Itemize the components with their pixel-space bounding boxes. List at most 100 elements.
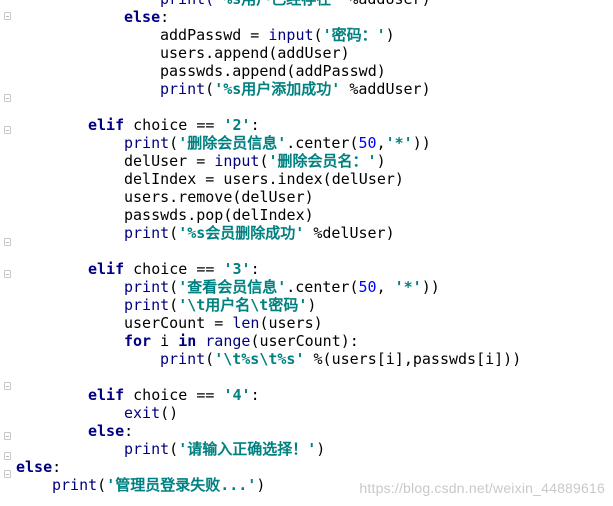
code-line[interactable]: print('%s用户添加成功' %addUser) xyxy=(160,80,431,98)
code-token-plain: ) xyxy=(256,476,266,494)
code-token-builtin: print xyxy=(124,134,170,152)
code-token-plain: ( xyxy=(169,278,179,296)
code-line[interactable]: passwds.pop(delIndex) xyxy=(124,206,314,224)
code-token-plain: %addUser) xyxy=(340,80,431,98)
editor-gutter[interactable] xyxy=(0,0,14,506)
code-token-plain: users.remove(delUser) xyxy=(124,188,314,206)
code-line[interactable]: print('查看会员信息'.center(50, '*')) xyxy=(124,278,440,296)
code-line[interactable]: print('%s会员删除成功' %delUser) xyxy=(124,224,395,242)
code-token-plain: ( xyxy=(169,440,179,458)
code-line[interactable]: print('删除会员信息'.center(50,'*')) xyxy=(124,134,431,152)
code-token-plain: ( xyxy=(97,476,107,494)
fold-marker-4[interactable] xyxy=(4,238,11,246)
code-line[interactable]: users.append(addUser) xyxy=(160,44,350,62)
fold-marker-6[interactable] xyxy=(4,382,11,390)
code-token-plain: ( xyxy=(205,80,215,98)
fold-marker-5[interactable] xyxy=(4,270,11,278)
fold-marker-9[interactable] xyxy=(4,470,11,478)
code-token-plain: %delUser) xyxy=(304,224,395,242)
code-token-plain: () xyxy=(160,404,179,422)
code-token-builtin: print xyxy=(160,350,206,368)
code-token-str: '请输入正确选择！' xyxy=(178,440,317,458)
code-token-builtin: print xyxy=(124,278,170,296)
code-token-kw: elif xyxy=(88,116,125,134)
code-line[interactable]: print('\t用户名\t密码') xyxy=(124,296,316,314)
code-token-str: '密码：' xyxy=(322,26,386,44)
code-line[interactable]: elif choice == '3': xyxy=(88,260,260,278)
code-token-plain: : xyxy=(160,8,170,26)
code-token-plain: ) xyxy=(316,440,326,458)
code-token-str: '3' xyxy=(223,260,251,278)
code-line[interactable]: exit() xyxy=(124,404,178,422)
code-token-str: '*' xyxy=(385,134,413,152)
code-token-plain: ( xyxy=(169,224,179,242)
code-token-kw: else xyxy=(88,422,125,440)
code-line[interactable]: passwds.append(addPasswd) xyxy=(160,62,386,80)
code-token-plain: ) xyxy=(385,26,395,44)
code-token-str: '4' xyxy=(223,386,251,404)
code-line[interactable]: userCount = len(users) xyxy=(124,314,323,332)
code-token-builtin: print xyxy=(52,476,98,494)
code-line[interactable]: print('\t%s\t%s' %(users[i],passwds[i])) xyxy=(160,350,521,368)
code-token-builtin: exit xyxy=(124,404,161,422)
code-token-builtin: print xyxy=(160,80,206,98)
fold-marker-1[interactable] xyxy=(4,12,11,20)
code-token-plain: userCount = xyxy=(124,314,233,332)
code-token-plain: , xyxy=(376,278,395,296)
code-token-builtin: print xyxy=(124,296,170,314)
code-token-str: '删除会员信息' xyxy=(178,134,287,152)
code-token-plain: addPasswd = xyxy=(160,26,269,44)
fold-marker-7[interactable] xyxy=(4,432,11,440)
code-line[interactable]: for i in range(userCount): xyxy=(124,332,359,350)
code-token-plain: .center( xyxy=(286,134,359,152)
code-token-kw: elif xyxy=(88,386,125,404)
code-token-plain: ( xyxy=(259,152,269,170)
code-token-plain: delIndex = users.index(delUser) xyxy=(124,170,404,188)
code-token-builtin: print xyxy=(124,224,170,242)
code-token-plain xyxy=(196,332,205,350)
code-token-str: '%s用户已经存在' xyxy=(214,0,340,8)
code-token-plain: (userCount): xyxy=(250,332,359,350)
code-line[interactable]: else: xyxy=(88,422,133,440)
code-token-str: '\t用户名\t密码' xyxy=(178,296,308,314)
code-token-builtin: print xyxy=(124,440,170,458)
code-token-plain: choice == xyxy=(124,386,224,404)
code-token-str: '%s用户添加成功' xyxy=(214,80,341,98)
code-token-plain: passwds.append(addPasswd) xyxy=(160,62,386,80)
code-line[interactable]: users.remove(delUser) xyxy=(124,188,314,206)
code-token-kw: for xyxy=(124,332,152,350)
code-line[interactable]: print('管理员登录失败...') xyxy=(52,476,265,494)
code-line[interactable]: elif choice == '4': xyxy=(88,386,260,404)
code-token-plain: : xyxy=(124,422,134,440)
code-token-builtin: input xyxy=(214,152,260,170)
code-line[interactable]: print('请输入正确选择！') xyxy=(124,440,325,458)
code-token-plain: ( xyxy=(205,350,215,368)
code-line[interactable]: delIndex = users.index(delUser) xyxy=(124,170,404,188)
code-token-plain: ) xyxy=(376,152,386,170)
code-token-plain: (users) xyxy=(259,314,323,332)
code-token-str: '2' xyxy=(223,116,251,134)
fold-marker-2[interactable] xyxy=(4,94,11,102)
code-token-plain: delUser = xyxy=(124,152,215,170)
code-token-plain: : xyxy=(250,386,260,404)
code-line[interactable]: else: xyxy=(124,8,169,26)
code-token-plain: i xyxy=(151,332,179,350)
code-token-num: 50 xyxy=(358,278,377,296)
code-token-plain: choice == xyxy=(124,260,224,278)
code-token-str: '管理员登录失败...' xyxy=(106,476,257,494)
watermark: https://blog.csdn.net/weixin_44889616 xyxy=(359,480,605,496)
code-token-plain: ) xyxy=(307,296,317,314)
code-line[interactable]: elif choice == '2': xyxy=(88,116,260,134)
code-line[interactable]: addPasswd = input('密码：') xyxy=(160,26,395,44)
fold-marker-3[interactable] xyxy=(4,126,11,134)
fold-marker-8[interactable] xyxy=(4,452,11,460)
code-line[interactable]: else: xyxy=(16,458,61,476)
code-token-plain: %(users[i],passwds[i])) xyxy=(304,350,522,368)
code-line[interactable]: print('%s用户已经存在' %addUser) xyxy=(160,0,431,8)
code-line[interactable]: delUser = input('删除会员名：') xyxy=(124,152,386,170)
code-token-builtin: print( xyxy=(160,0,214,8)
code-token-kw: in xyxy=(178,332,197,350)
code-token-plain: ( xyxy=(169,296,179,314)
code-token-plain: : xyxy=(250,260,260,278)
